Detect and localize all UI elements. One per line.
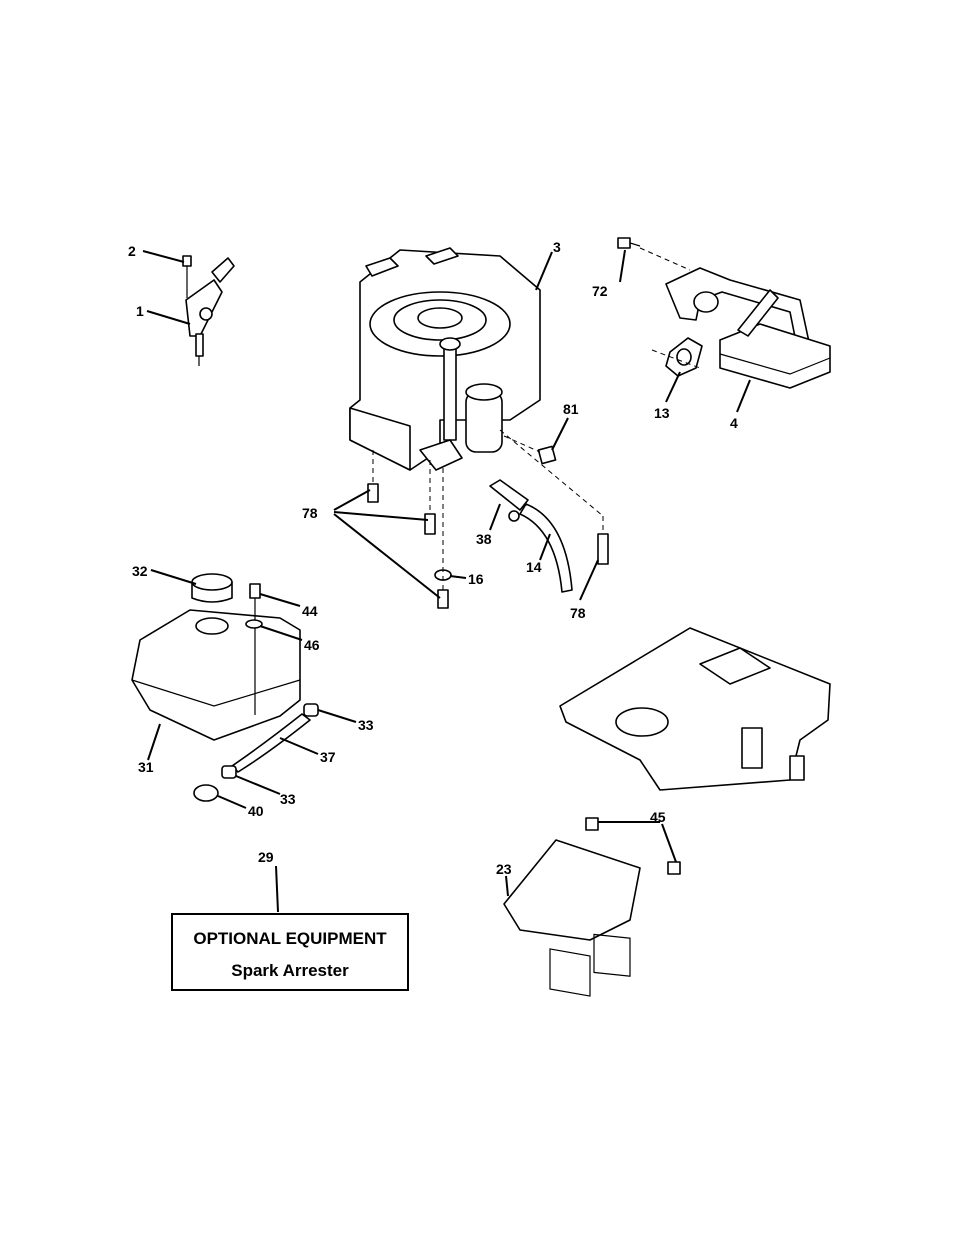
- fuel-cap-part: [192, 574, 232, 602]
- callout-81: 81: [563, 401, 579, 417]
- callout-16: 16: [468, 571, 484, 587]
- callout-32: 32: [132, 563, 148, 579]
- callout-33-lower: 33: [280, 791, 296, 807]
- fuel-bushing-part: [194, 785, 218, 801]
- callout-29: 29: [258, 849, 274, 865]
- callout-1: 1: [136, 303, 144, 319]
- callout-4: 4: [730, 415, 738, 431]
- fuel-tank-part: [132, 610, 300, 740]
- heat-shield-part: [504, 840, 640, 996]
- callout-33-upper: 33: [358, 717, 374, 733]
- callout-44: 44: [302, 603, 318, 619]
- callout-38: 38: [476, 531, 492, 547]
- callout-31: 31: [138, 759, 154, 775]
- callout-2: 2: [128, 243, 136, 259]
- engine-part: [350, 248, 540, 470]
- muffler-bolt-part: [618, 238, 640, 248]
- callout-23: 23: [496, 861, 512, 877]
- callout-14: 14: [526, 559, 542, 575]
- callout-37: 37: [320, 749, 336, 765]
- callout-78-engine: 78: [302, 505, 318, 521]
- callout-13: 13: [654, 405, 670, 421]
- callout-40: 40: [248, 803, 264, 819]
- callout-78-fuel: 78: [570, 605, 586, 621]
- callout-45: 45: [650, 809, 666, 825]
- throttle-control-part: [183, 256, 234, 366]
- frame-plate-part: [560, 628, 830, 790]
- fuel-line-part: [520, 504, 572, 592]
- callout-3: 3: [553, 239, 561, 255]
- optional-equipment-heading: OPTIONAL EQUIPMENT: [193, 929, 387, 948]
- optional-equipment-box: OPTIONAL EQUIPMENT Spark Arrester: [172, 914, 408, 990]
- tank-washer-part: [246, 620, 262, 628]
- callout-72: 72: [592, 283, 608, 299]
- spark-arrester-label: Spark Arrester: [231, 961, 349, 980]
- callout-46: 46: [304, 637, 320, 653]
